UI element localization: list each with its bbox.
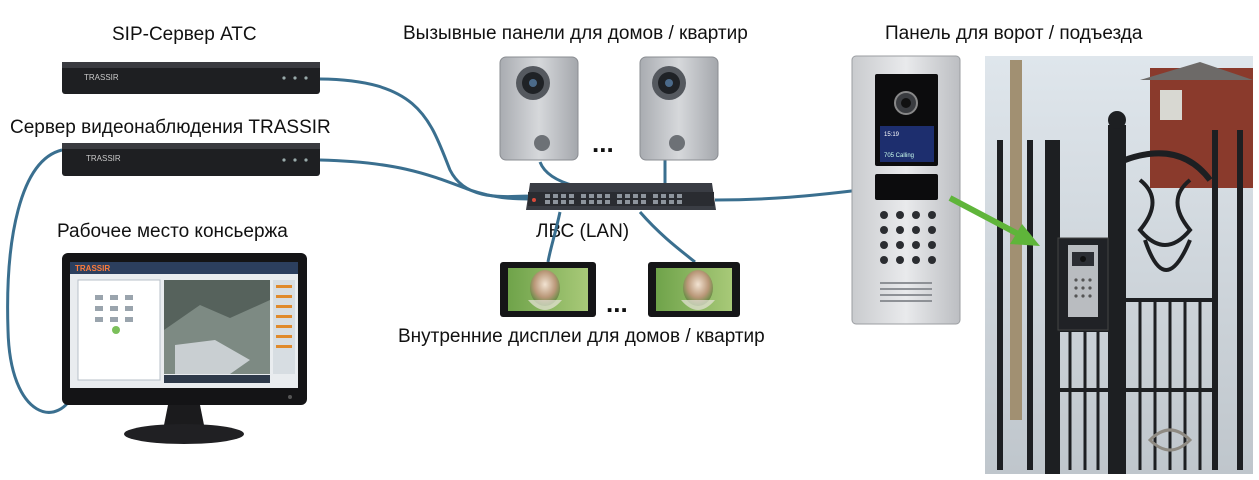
sip-server: TRASSIR xyxy=(62,62,320,94)
lan-label: ЛВС (LAN) xyxy=(536,221,630,242)
monitor-brand: TRASSIR xyxy=(75,264,110,273)
cable-display-1 xyxy=(546,211,562,263)
gate-intercom-panel: 15:19 705 Calling xyxy=(851,55,961,325)
panels-ellipsis: ... xyxy=(592,128,614,158)
call-panels-label: Вызывные панели для домов / квартир xyxy=(403,23,748,44)
cable-panel-1 xyxy=(538,161,576,188)
cable-gate xyxy=(714,188,861,202)
cables xyxy=(6,77,861,414)
video-server: TRASSIR xyxy=(62,143,320,176)
cable-display-2 xyxy=(638,211,696,264)
indoor-displays-label: Внутренние дисплеи для домов / квартир xyxy=(398,326,765,347)
network-switch xyxy=(526,183,716,210)
video-server-label: Сервер видеонаблюдения TRASSIR xyxy=(10,117,331,138)
indoor-display-2 xyxy=(648,262,740,317)
call-panel-2 xyxy=(639,56,719,161)
indoor-display-1 xyxy=(500,262,596,317)
workstation-label: Рабочее место консьержа xyxy=(57,221,288,242)
cable-video-server xyxy=(319,158,531,201)
gate-panel-call: 705 Calling xyxy=(884,153,914,159)
monitor: TRASSIR xyxy=(62,253,307,444)
cable-sip xyxy=(319,77,531,199)
gate-photo xyxy=(985,56,1253,474)
video-server-brand: TRASSIR xyxy=(86,154,121,163)
cable-workstation xyxy=(6,148,77,414)
green-arrow xyxy=(948,195,1040,246)
displays-ellipsis: ... xyxy=(606,288,628,318)
gate-panel-label: Панель для ворот / подъезда xyxy=(885,23,1143,44)
sip-server-label: SIP-Сервер АТС xyxy=(112,24,257,45)
call-panel-1 xyxy=(499,56,579,161)
gate-panel-time: 15:19 xyxy=(884,132,900,138)
sip-server-brand: TRASSIR xyxy=(84,73,119,82)
